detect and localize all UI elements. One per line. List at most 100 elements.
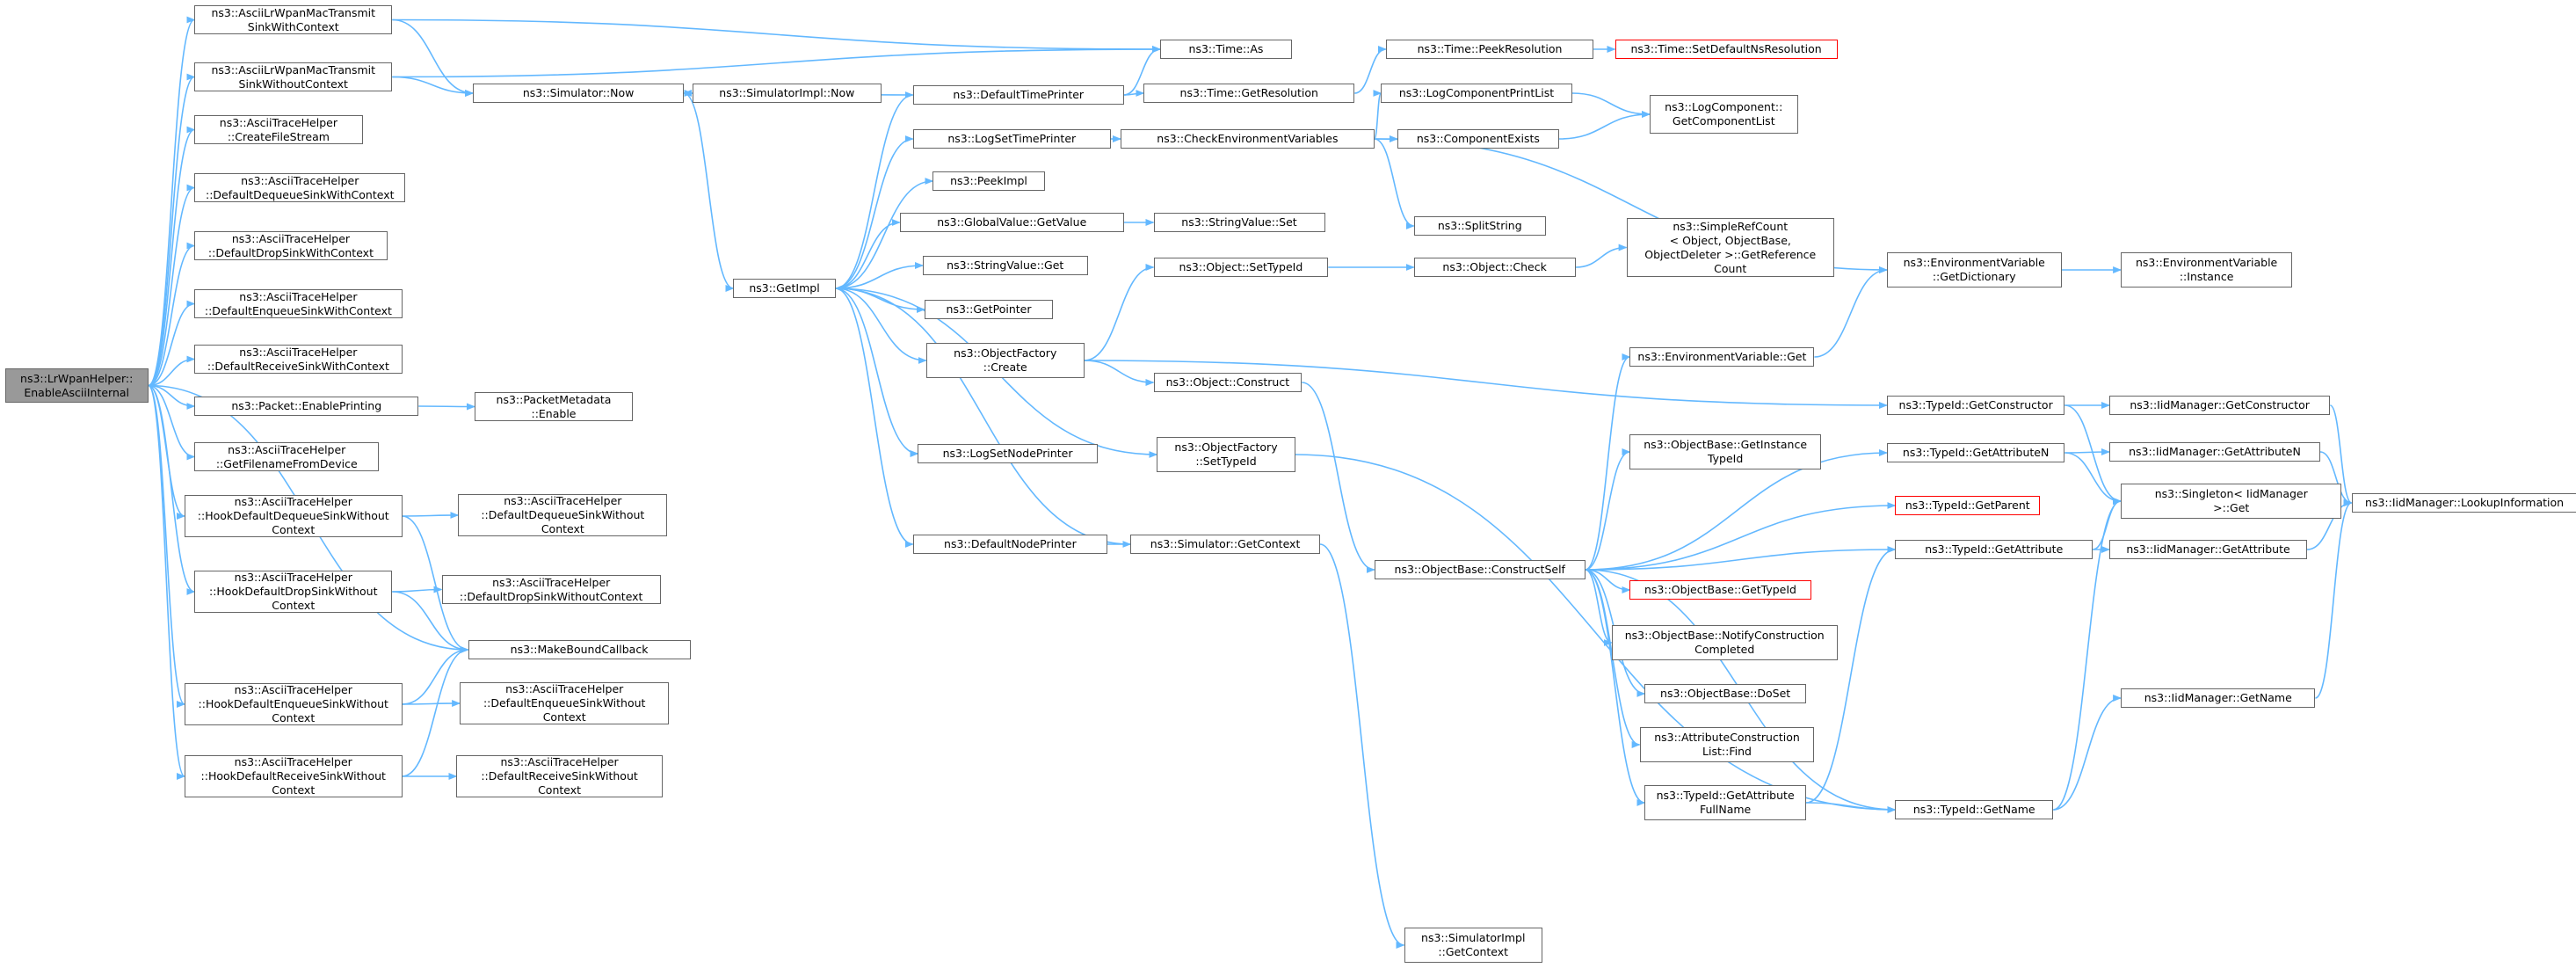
edge-n22-to-n25 <box>835 135 914 289</box>
node-ns3-asciilrwpanmactransmit-sinkwithcontext[interactable]: ns3::AsciiLrWpanMacTransmit SinkWithCont… <box>194 5 393 34</box>
node-ns3-object-check[interactable]: ns3::Object::Check <box>1413 258 1576 277</box>
node-ns3-objectbase-constructself[interactable]: ns3::ObjectBase::ConstructSelf <box>1374 560 1586 579</box>
node-ns3-asciitracehelper-defaultdequeuesinkwithout-context[interactable]: ns3::AsciiTraceHelper ::DefaultDequeueSi… <box>458 494 668 536</box>
node-ns3-typeid-getattribute[interactable]: ns3::TypeId::GetAttribute <box>1895 540 2093 559</box>
node-ns3-iidmanager-lookupinformation[interactable]: ns3::IidManager::LookupInformation <box>2351 493 2576 513</box>
edge-n59-to-n62 <box>1805 546 1897 804</box>
node-ns3-asciitracehelper-defaultdropsinkwithcontext[interactable]: ns3::AsciiTraceHelper ::DefaultDropSinkW… <box>194 231 388 260</box>
edge-layer <box>148 16 2353 949</box>
node-ns3-typeid-getconstructor[interactable]: ns3::TypeId::GetConstructor <box>1886 396 2065 415</box>
node-ns3-objectfactory-settypeid[interactable]: ns3::ObjectFactory ::SetTypeId <box>1157 437 1295 472</box>
node-ns3-asciitracehelper-defaultdropsinkwithoutcontext[interactable]: ns3::AsciiTraceHelper ::DefaultDropSinkW… <box>441 575 661 604</box>
edge-root-to-n11 <box>148 384 196 595</box>
node-ns3-asciitracehelper-hookdefaultreceivesinkwithout-context[interactable]: ns3::AsciiTraceHelper ::HookDefaultRecei… <box>185 755 403 797</box>
node-ns3-simplerefcount-object-objectbase-objectdeleter-getreference-count[interactable]: ns3::SimpleRefCount < Object, ObjectBase… <box>1626 218 1834 277</box>
node-ns3-simulator-getcontext[interactable]: ns3::Simulator::GetContext <box>1130 535 1320 554</box>
edge-n53-to-n62 <box>1585 546 1897 571</box>
node-ns3-getimpl[interactable]: ns3::GetImpl <box>733 279 836 298</box>
node-ns3-typeid-getattribute-fullname[interactable]: ns3::TypeId::GetAttribute FullName <box>1644 785 1806 820</box>
edge-n43-to-n45 <box>1571 92 1651 118</box>
node-ns3-objectbase-doset[interactable]: ns3::ObjectBase::DoSet <box>1644 684 1806 703</box>
edge-n33-to-n41 <box>1354 46 1387 94</box>
node-ns3-splitstring[interactable]: ns3::SplitString <box>1413 216 1546 236</box>
edge-n47-to-n48 <box>1575 244 1628 268</box>
edge-n2-to-n23 <box>392 46 1161 78</box>
edge-root-to-n3 <box>148 126 196 387</box>
node-ns3-environmentvariable-get[interactable]: ns3::EnvironmentVariable::Get <box>1629 347 1815 367</box>
node-ns3-lrwpanhelper-enableasciiinternal: ns3::LrWpanHelper:: EnableAsciiInternal <box>4 368 149 403</box>
node-ns3-logcomponentprintlist[interactable]: ns3::LogComponentPrintList <box>1381 84 1572 103</box>
node-ns3-object-construct[interactable]: ns3::Object::Construct <box>1153 373 1303 392</box>
node-ns3-packet-enableprinting[interactable]: ns3::Packet::EnablePrinting <box>194 397 419 416</box>
edge-n60-to-n66 <box>2064 404 2122 505</box>
node-ns3-objectfactory-create[interactable]: ns3::ObjectFactory ::Create <box>925 343 1085 378</box>
node-ns3-objectbase-getinstance-typeid[interactable]: ns3::ObjectBase::GetInstance TypeId <box>1629 434 1821 469</box>
node-ns3-packetmetadata-enable[interactable]: ns3::PacketMetadata ::Enable <box>475 392 633 421</box>
node-ns3-objectbase-notifyconstruction-completed[interactable]: ns3::ObjectBase::NotifyConstruction Comp… <box>1611 625 1838 660</box>
edge-root-to-n6 <box>148 300 196 387</box>
node-ns3-iidmanager-getname[interactable]: ns3::IidManager::GetName <box>2121 688 2316 708</box>
edge-n53-to-n56 <box>1585 569 1613 646</box>
edge-root-to-n13 <box>148 384 185 780</box>
node-ns3-asciitracehelper-hookdefaultdropsinkwithout-context[interactable]: ns3::AsciiTraceHelper ::HookDefaultDropS… <box>194 571 393 613</box>
node-ns3-asciitracehelper-defaultdequeuesinkwithcontext[interactable]: ns3::AsciiTraceHelper ::DefaultDequeueSi… <box>194 173 406 202</box>
edge-n30-to-n60 <box>1084 360 1888 409</box>
edge-n63-to-n68 <box>2053 695 2122 811</box>
edge-n34-to-n46 <box>1374 138 1415 229</box>
node-ns3-time-getresolution[interactable]: ns3::Time::GetResolution <box>1143 84 1355 103</box>
node-ns3-logsetnodeprinter[interactable]: ns3::LogSetNodePrinter <box>918 444 1098 463</box>
edge-n14-to-n22 <box>683 92 735 292</box>
node-ns3-simulator-now[interactable]: ns3::Simulator::Now <box>473 84 685 103</box>
node-ns3-time-as[interactable]: ns3::Time::As <box>1160 40 1292 59</box>
edge-n53-to-n61 <box>1585 449 1888 571</box>
node-ns3-makeboundcallback[interactable]: ns3::MakeBoundCallback <box>468 640 691 659</box>
node-ns3-simulatorimpl-getcontext[interactable]: ns3::SimulatorImpl ::GetContext <box>1404 928 1542 963</box>
node-ns3-asciitracehelper-hookdefaultenqueuesinkwithout-context[interactable]: ns3::AsciiTraceHelper ::HookDefaultEnque… <box>185 683 403 725</box>
node-ns3-environmentvariable-instance[interactable]: ns3::EnvironmentVariable ::Instance <box>2121 252 2293 287</box>
node-ns3-environmentvariable-getdictionary[interactable]: ns3::EnvironmentVariable ::GetDictionary <box>1886 252 2062 287</box>
node-ns3-singleton-iidmanager-get[interactable]: ns3::Singleton< IidManager >::Get <box>2121 484 2342 519</box>
node-ns3-componentexists[interactable]: ns3::ComponentExists <box>1397 129 1559 149</box>
edge-n22-to-n30 <box>835 287 927 364</box>
node-ns3-asciitracehelper-hookdefaultdequeuesinkwithout-context[interactable]: ns3::AsciiTraceHelper ::HookDefaultDeque… <box>185 495 403 537</box>
node-ns3-logcomponent-getcomponentlist[interactable]: ns3::LogComponent:: GetComponentList <box>1649 95 1798 134</box>
node-ns3-time-peekresolution[interactable]: ns3::Time::PeekResolution <box>1385 40 1594 59</box>
node-ns3-defaulttimeprinter[interactable]: ns3::DefaultTimePrinter <box>912 85 1124 105</box>
node-ns3-getpointer[interactable]: ns3::GetPointer <box>924 300 1054 319</box>
node-ns3-globalvalue-getvalue[interactable]: ns3::GlobalValue::GetValue <box>899 213 1124 232</box>
node-ns3-asciitracehelper-defaultreceivesinkwithout-context[interactable]: ns3::AsciiTraceHelper ::DefaultReceiveSi… <box>456 755 663 797</box>
node-ns3-object-settypeid[interactable]: ns3::Object::SetTypeId <box>1153 258 1329 277</box>
node-ns3-iidmanager-getattribute[interactable]: ns3::IidManager::GetAttribute <box>2109 540 2307 559</box>
edge-n51-to-n49 <box>1814 266 1888 358</box>
node-ns3-stringvalue-set[interactable]: ns3::StringValue::Set <box>1153 213 1325 232</box>
edge-n22-to-n27 <box>835 219 901 289</box>
node-ns3-asciitracehelper-defaultenqueuesinkwithout-context[interactable]: ns3::AsciiTraceHelper ::DefaultEnqueueSi… <box>460 682 670 724</box>
node-ns3-peekimpl[interactable]: ns3::PeekImpl <box>932 171 1045 191</box>
edge-n22-to-n28 <box>835 262 924 289</box>
node-ns3-iidmanager-getattributen[interactable]: ns3::IidManager::GetAttributeN <box>2109 442 2320 462</box>
node-ns3-typeid-getname[interactable]: ns3::TypeId::GetName <box>1895 800 2054 819</box>
node-ns3-asciitracehelper-defaultreceivesinkwithcontext[interactable]: ns3::AsciiTraceHelper ::DefaultReceiveSi… <box>194 345 403 374</box>
node-ns3-asciitracehelper-defaultenqueuesinkwithcontext[interactable]: ns3::AsciiTraceHelper ::DefaultEnqueueSi… <box>194 289 403 318</box>
node-ns3-objectbase-gettypeid[interactable]: ns3::ObjectBase::GetTypeId <box>1629 580 1811 600</box>
edge-n24-to-n33 <box>1123 90 1145 98</box>
node-ns3-iidmanager-getconstructor[interactable]: ns3::IidManager::GetConstructor <box>2109 396 2331 415</box>
edge-root-to-n5 <box>148 242 196 387</box>
node-ns3-typeid-getparent[interactable]: ns3::TypeId::GetParent <box>1895 496 2041 515</box>
node-ns3-typeid-getattributen[interactable]: ns3::TypeId::GetAttributeN <box>1886 443 2065 462</box>
node-ns3-checkenvironmentvariables[interactable]: ns3::CheckEnvironmentVariables <box>1121 129 1375 149</box>
node-ns3-logsettimeprinter[interactable]: ns3::LogSetTimePrinter <box>912 129 1111 149</box>
node-ns3-asciilrwpanmactransmit-sinkwithoutcontext[interactable]: ns3::AsciiLrWpanMacTransmit SinkWithoutC… <box>194 62 393 91</box>
node-ns3-asciitracehelper-getfilenamefromdevice[interactable]: ns3::AsciiTraceHelper ::GetFilenameFromD… <box>194 442 380 471</box>
edge-n1-to-n14 <box>392 18 475 97</box>
edge-n37-to-n53 <box>1302 382 1375 573</box>
node-ns3-stringvalue-get[interactable]: ns3::StringValue::Get <box>923 256 1088 275</box>
node-ns3-defaultnodeprinter[interactable]: ns3::DefaultNodePrinter <box>912 535 1107 554</box>
edge-n8-to-n15 <box>418 403 475 411</box>
node-ns3-asciitracehelper-createfilestream[interactable]: ns3::AsciiTraceHelper ::CreateFileStream <box>194 115 363 144</box>
node-ns3-time-setdefaultnsresolution[interactable]: ns3::Time::SetDefaultNsResolution <box>1615 40 1838 59</box>
edge-n53-to-n54 <box>1585 502 1897 571</box>
node-ns3-simulatorimpl-now[interactable]: ns3::SimulatorImpl::Now <box>692 84 882 103</box>
node-ns3-attributeconstruction-list-find[interactable]: ns3::AttributeConstruction List::Find <box>1639 727 1815 762</box>
